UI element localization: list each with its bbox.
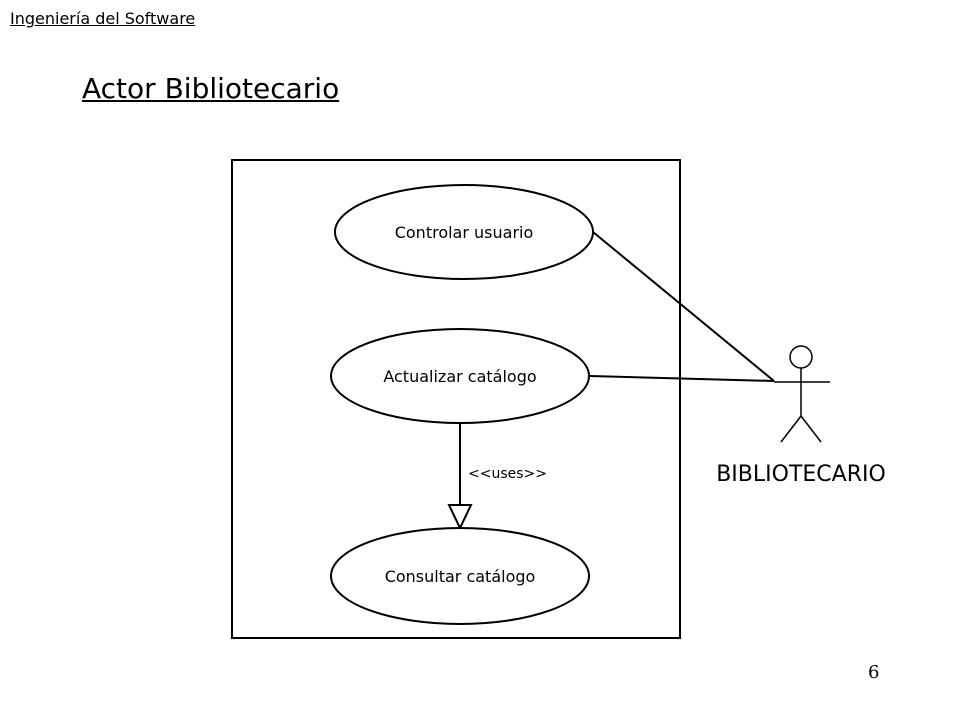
use-case-actualizar-catalogo: Actualizar catálogo: [330, 328, 590, 424]
use-case-ellipse: [334, 184, 594, 280]
course-header: Ingeniería del Software: [10, 9, 196, 28]
association-controlar-usuario: [592, 231, 775, 382]
use-case-controlar-usuario: Controlar usuario: [334, 184, 594, 280]
page-number: 6: [868, 662, 880, 683]
uses-arrowhead: [447, 504, 473, 531]
use-case-ellipse: [330, 328, 590, 424]
actor-name: BIBLIOTECARIO: [716, 462, 886, 487]
use-case-consultar-catalogo: Consultar catálogo: [330, 527, 590, 625]
association-actualizar-catalogo: [589, 375, 775, 382]
actor-bibliotecario: BIBLIOTECARIO: [716, 345, 886, 487]
stick-figure-icon: [774, 345, 830, 443]
use-case-label: Consultar catálogo: [385, 567, 536, 586]
system-boundary: [231, 159, 681, 639]
use-case-label: Controlar usuario: [395, 223, 534, 242]
use-case-ellipse: [330, 527, 590, 625]
uses-relation-label: <<uses>>: [468, 466, 547, 482]
use-case-label: Actualizar catálogo: [383, 367, 536, 386]
slide-title: Actor Bibliotecario: [82, 72, 340, 105]
